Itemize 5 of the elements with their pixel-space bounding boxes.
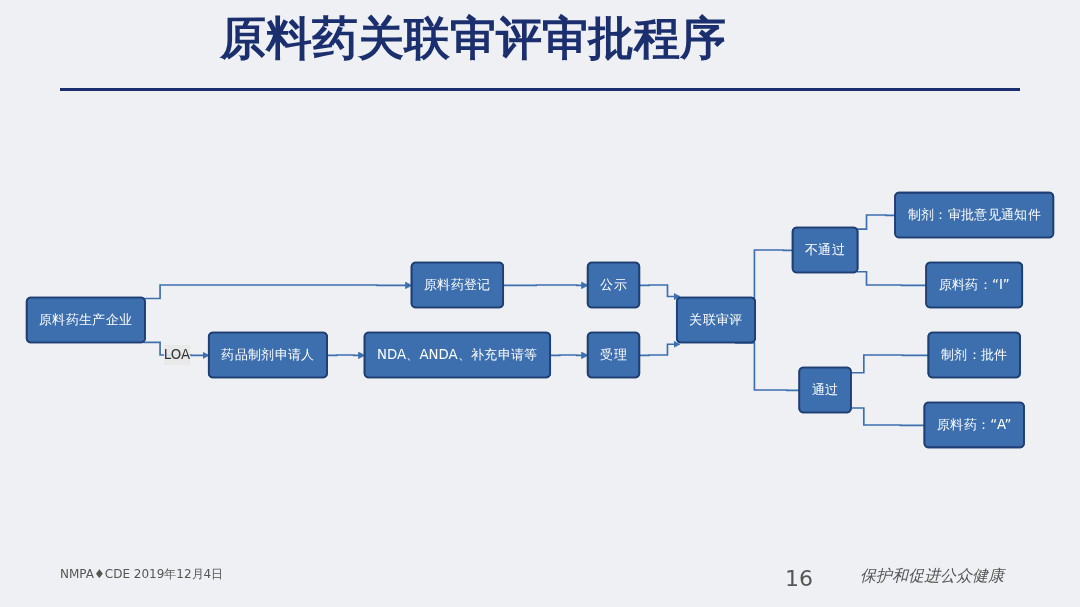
- slide-title: 原料药关联审评审批程序: [220, 10, 726, 67]
- footer-text: NMPA♦CDE 2019年12月4日: [60, 566, 224, 583]
- slogan-text: 保护和促进公众健康: [860, 566, 1004, 587]
- edge-label: LOA: [163, 346, 191, 363]
- page-number: 16: [785, 566, 813, 591]
